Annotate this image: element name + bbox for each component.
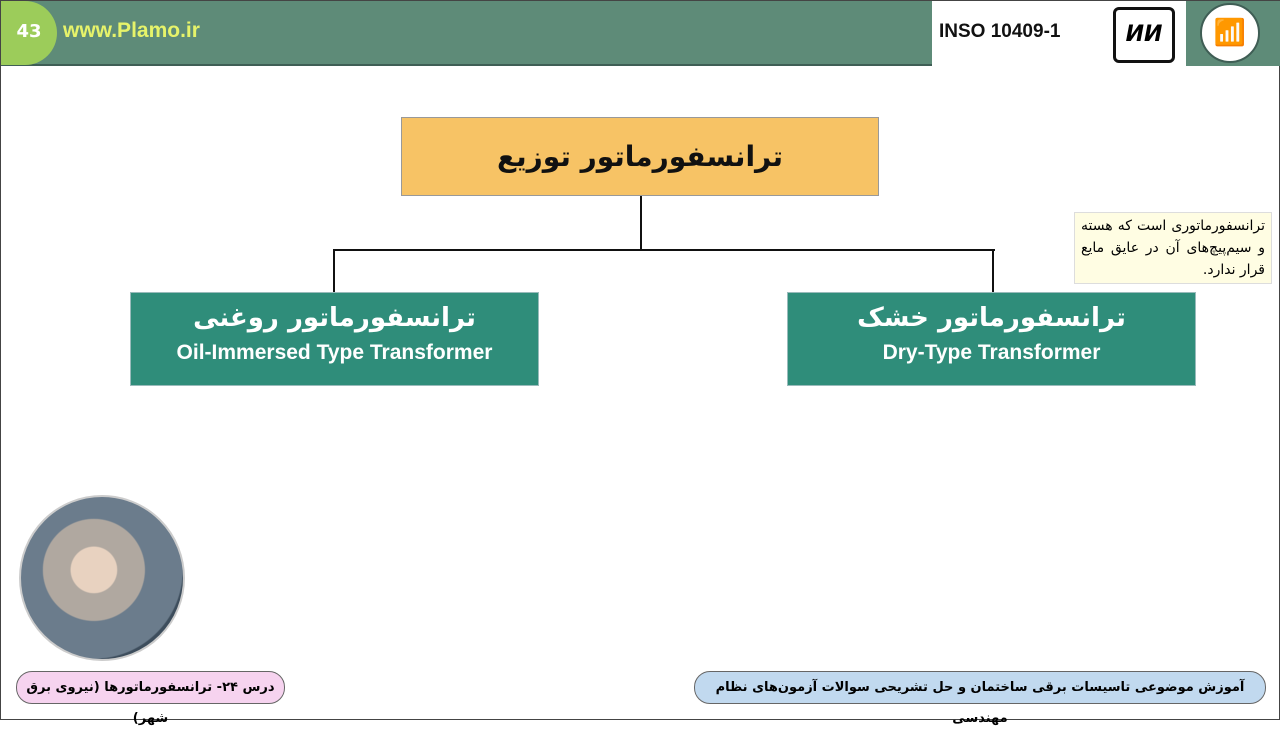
node-title-en: Oil-Immersed Type Transformer bbox=[176, 341, 493, 364]
wifi-book-logo-icon: 📶 bbox=[1200, 3, 1260, 63]
header-bar: 43 www.Plamo.ir bbox=[1, 1, 932, 66]
header-right: 📶 bbox=[1186, 1, 1280, 66]
connector bbox=[992, 249, 994, 292]
connector bbox=[333, 249, 335, 292]
standard-code: INSO 10409-1 bbox=[939, 21, 1061, 42]
dry-type-node: ترانسفورماتور خشک Dry-Type Transformer bbox=[787, 292, 1196, 386]
site-url[interactable]: www.Plamo.ir bbox=[63, 19, 200, 42]
isiri-logo-icon: ИИ bbox=[1113, 7, 1175, 63]
connector bbox=[640, 196, 642, 250]
presenter-video bbox=[19, 495, 185, 661]
slide-number: 43 bbox=[1, 1, 57, 65]
course-label: آموزش موضوعی تاسیسات برقی ساختمان و حل ت… bbox=[694, 671, 1266, 726]
node-title-en: Dry-Type Transformer bbox=[882, 341, 1101, 364]
node-title-fa: ترانسفورماتور روغنی bbox=[193, 303, 476, 333]
lesson-label: درس ۲۴- ترانسفورماتورها (نیروی برق شهر) bbox=[16, 671, 285, 726]
connector bbox=[333, 249, 995, 251]
oil-immersed-node: ترانسفورماتور روغنی Oil-Immersed Type Tr… bbox=[130, 292, 539, 386]
root-node: ترانسفورماتور توزیع bbox=[401, 117, 879, 196]
node-title-fa: ترانسفورماتور خشک bbox=[857, 303, 1126, 333]
definition-note: ترانسفورماتوری است که هسته و سیم‌پیچ‌های… bbox=[1074, 212, 1272, 284]
